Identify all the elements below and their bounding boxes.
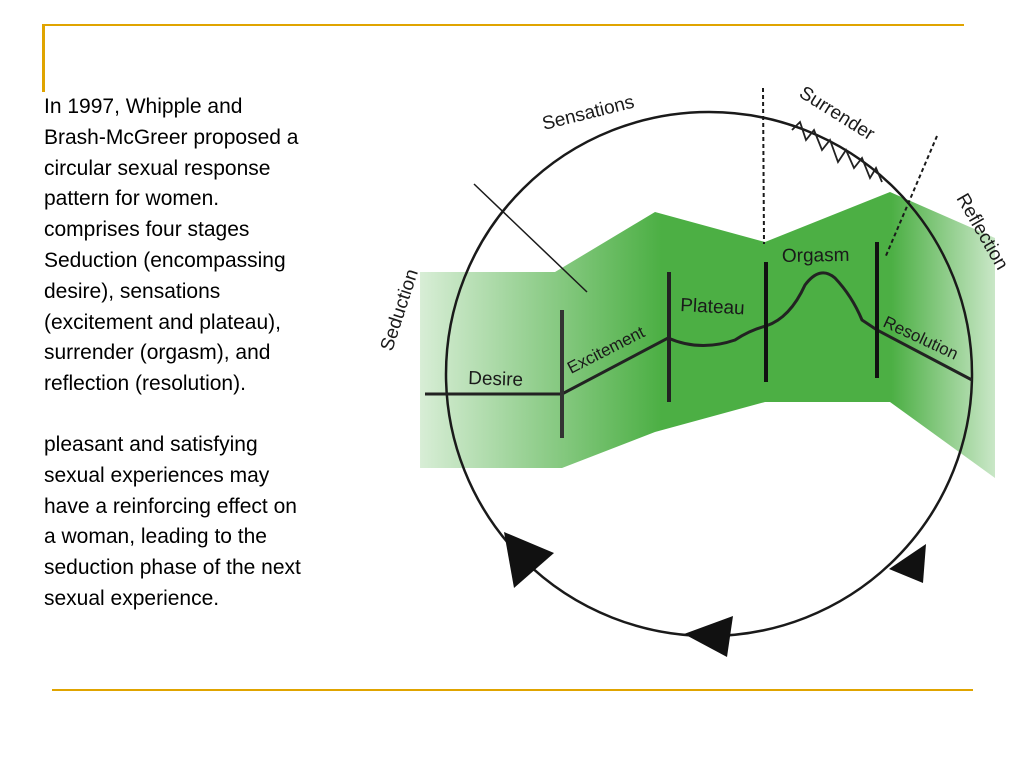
label-surrender: Surrender (795, 82, 878, 145)
cycle-arrow-right (889, 544, 926, 583)
surrender-squiggle-icon (791, 120, 883, 183)
divider-sensations-surrender (762, 87, 765, 245)
label-seduction: Seduction (377, 267, 423, 354)
left-rule (42, 24, 45, 92)
bottom-rule (52, 689, 973, 691)
cycle-arrow-left (504, 532, 554, 588)
label-desire: Desire (468, 368, 524, 391)
divider-surrender-reflection (884, 135, 938, 259)
cycle-arrow-bottom (684, 616, 733, 657)
response-curve (425, 271, 973, 396)
label-orgasm: Orgasm (782, 245, 850, 267)
label-plateau: Plateau (680, 295, 745, 319)
body-text: In 1997, Whipple and Brash-McGreer propo… (44, 92, 374, 615)
top-rule (42, 24, 964, 26)
paragraph-reinforcement: pleasant and satisfying sexual experienc… (44, 432, 301, 610)
label-sensations: Sensations (540, 92, 636, 135)
divider-seduction-sensations (473, 183, 588, 293)
paragraph-model-description: In 1997, Whipple and Brash-McGreer propo… (44, 95, 299, 396)
